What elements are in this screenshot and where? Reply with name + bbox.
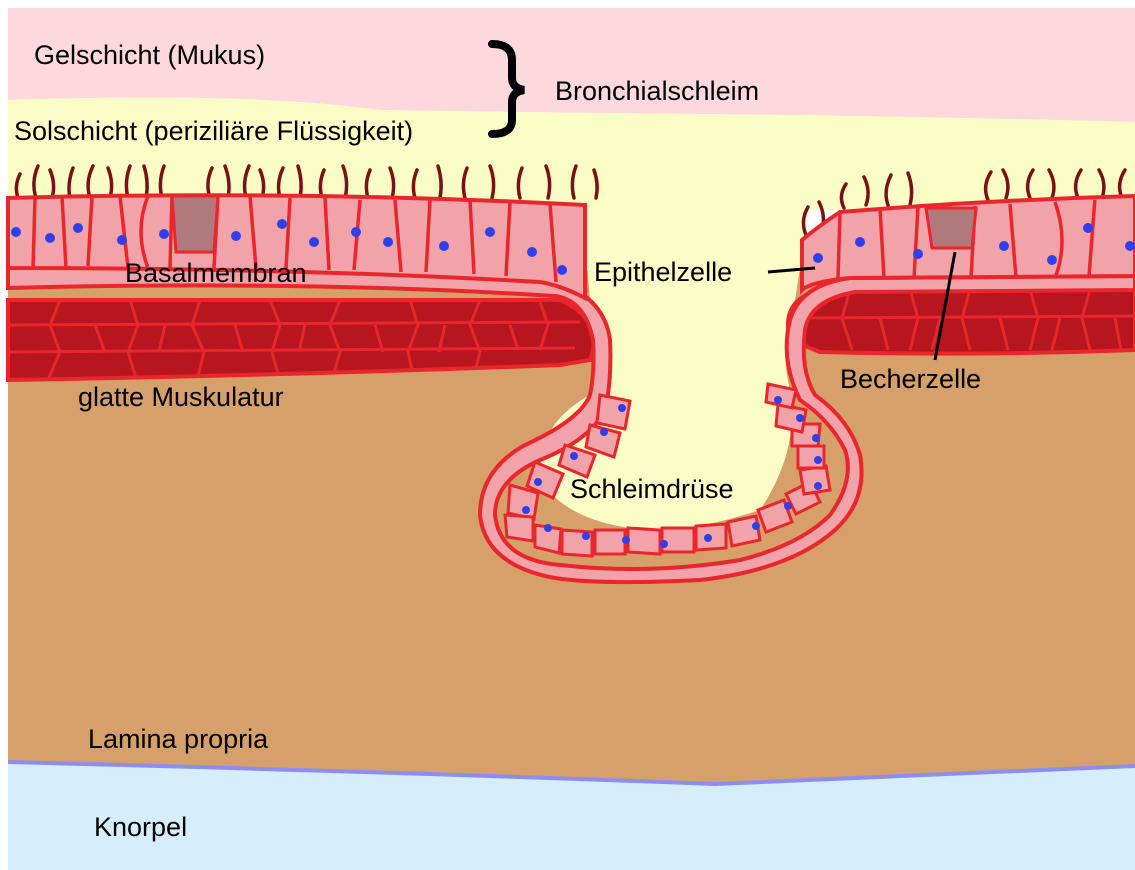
goblet-cell-right <box>926 208 976 248</box>
label-schleimdruese: Schleimdrüse <box>570 476 734 503</box>
label-bronchialschleim: Bronchialschleim <box>555 78 759 105</box>
label-basalmembran: Basalmembran <box>125 260 307 287</box>
smooth-muscle-right <box>788 290 1135 354</box>
label-solschicht: Solschicht (periziliäre Flüssigkeit) <box>14 118 413 145</box>
label-epithelzelle: Epithelzelle <box>594 259 732 286</box>
goblet-cell-left <box>172 196 218 252</box>
label-lamina-propria: Lamina propria <box>88 726 268 753</box>
label-gelschicht: Gelschicht (Mukus) <box>34 42 265 69</box>
label-glatte-muskulatur: glatte Muskulatur <box>78 384 284 411</box>
smooth-muscle-left <box>8 300 594 380</box>
epithelium-right <box>802 196 1135 290</box>
label-knorpel: Knorpel <box>94 814 187 841</box>
label-becherzelle: Becherzelle <box>840 366 981 393</box>
